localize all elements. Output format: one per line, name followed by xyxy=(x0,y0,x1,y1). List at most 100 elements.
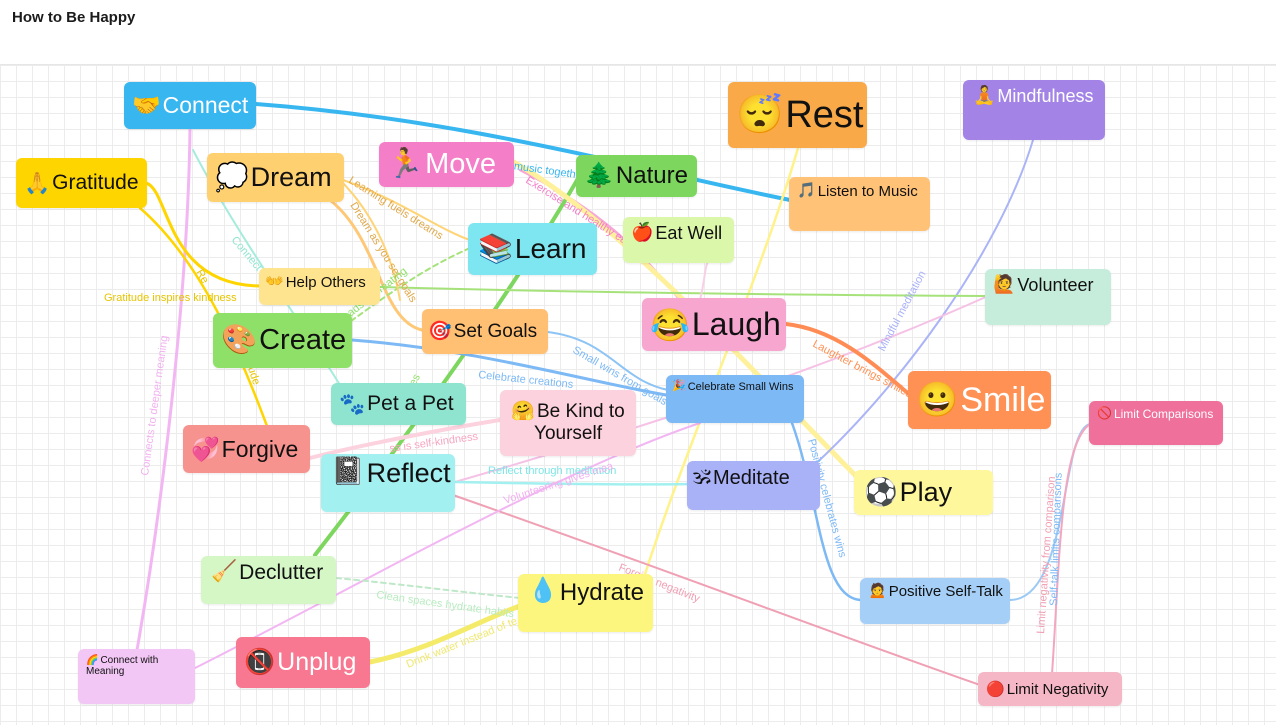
node-label: Listen to Music xyxy=(817,183,918,200)
node-play[interactable]: ⚽Play xyxy=(854,470,993,515)
edge-label: Gratitude inspires kindness xyxy=(104,292,237,304)
hugging-face-icon: 🤗 xyxy=(511,401,535,422)
node-label: Positive Self-Talk xyxy=(888,583,1003,600)
open-hands-icon: 👐 xyxy=(265,273,284,290)
node-text-wrap: 🌈Connect with Meaning xyxy=(86,655,166,677)
edge-laugh-eatwell xyxy=(699,261,709,301)
node-be-kind-to-yourself[interactable]: 🤗Be Kind to Yourself xyxy=(500,390,636,456)
music-note-icon: 🎵 xyxy=(797,182,816,199)
node-unplug[interactable]: 📵Unplug xyxy=(236,637,370,688)
node-laugh[interactable]: 😂Laugh xyxy=(642,298,786,351)
node-label: Be Kind to Yourself xyxy=(534,401,625,444)
edge-gratitude-helpothers xyxy=(144,181,262,288)
node-label: Move xyxy=(425,148,497,180)
node-listen-to-music[interactable]: 🎵Listen to Music xyxy=(789,177,930,231)
node-label: Unplug xyxy=(277,648,357,676)
edge-meaning-kind xyxy=(194,422,701,669)
node-hydrate[interactable]: 💧Hydrate xyxy=(518,574,653,632)
edge-setgoals-celebrate xyxy=(547,331,669,391)
evergreen-tree-icon: 🌲 xyxy=(584,162,614,189)
palette-icon: 🎨 xyxy=(221,324,258,356)
runner-icon: 🏃 xyxy=(387,148,424,180)
edge-laugh-smile xyxy=(784,322,912,397)
edge-reflect-meditate xyxy=(453,480,692,486)
thought-balloon-icon: 💭 xyxy=(215,162,249,192)
edge-limitneg-limitcomp xyxy=(1051,421,1096,675)
node-mindfulness[interactable]: 🧘Mindfulness xyxy=(963,80,1105,140)
edge-forgive-kind xyxy=(308,418,502,460)
node-set-goals[interactable]: 🎯Set Goals xyxy=(422,309,548,354)
node-pet-a-pet[interactable]: 🐾Pet a Pet xyxy=(331,383,466,425)
node-label: Forgive xyxy=(221,435,299,462)
edge-gratitude-forgive xyxy=(138,206,277,450)
node-forgive[interactable]: 💞Forgive xyxy=(183,425,310,473)
node-move[interactable]: 🏃Move xyxy=(379,142,514,187)
node-label: Gratitude xyxy=(52,171,139,194)
node-learn[interactable]: 📚Learn xyxy=(468,223,597,275)
edge-label: Re xyxy=(193,268,210,286)
smiling-face-icon: 😀 xyxy=(916,381,959,419)
node-label: Limit Comparisons xyxy=(1113,407,1214,421)
node-nature[interactable]: 🌲Nature xyxy=(576,155,697,197)
node-rest[interactable]: 😴Rest xyxy=(728,82,867,148)
node-label: Celebrate Small Wins xyxy=(687,381,794,393)
node-label: Eat Well xyxy=(655,223,723,243)
node-label: Help Others xyxy=(285,274,366,291)
node-limit-comparisons[interactable]: 🚫Limit Comparisons xyxy=(1089,401,1223,445)
edge-label: ude xyxy=(245,365,262,386)
rainbow-icon: 🌈 xyxy=(86,655,99,666)
apple-icon: 🍎 xyxy=(631,222,654,242)
node-label: Connect xyxy=(162,92,249,118)
praying-hands-icon: 🙏 xyxy=(24,171,51,195)
node-label: Laugh xyxy=(691,306,781,342)
edge-volunteer-helpothers xyxy=(379,286,987,297)
node-label: Nature xyxy=(615,162,688,189)
party-popper-icon: 🎉 xyxy=(672,380,686,392)
broom-icon: 🧹 xyxy=(211,560,238,583)
node-label: Reflect xyxy=(366,458,451,488)
node-label: Mindfulness xyxy=(997,86,1094,106)
edge-connect-meaning xyxy=(135,126,192,652)
edge-label: Self-talk limits comparisons xyxy=(1048,472,1065,606)
node-gratitude[interactable]: 🙏Gratitude xyxy=(16,158,147,208)
laughing-face-icon: 😂 xyxy=(650,306,690,343)
edge-rest-hydrate xyxy=(638,146,800,592)
node-limit-negativity[interactable]: 🔴Limit Negativity xyxy=(978,672,1122,706)
droplet-icon: 💧 xyxy=(528,577,558,604)
node-celebrate-small-wins[interactable]: 🎉Celebrate Small Wins xyxy=(666,375,804,423)
node-volunteer[interactable]: 🙋Volunteer xyxy=(985,269,1111,325)
node-label: Volunteer xyxy=(1017,275,1094,295)
node-smile[interactable]: 😀Smile xyxy=(908,371,1051,429)
target-icon: 🎯 xyxy=(428,321,452,342)
handshake-icon: 🤝 xyxy=(132,92,161,118)
node-label: Meditate xyxy=(713,467,790,489)
om-icon: 🕉 xyxy=(693,466,711,488)
node-label: Connect with Meaning xyxy=(86,655,159,677)
edge-declutter-hydrate xyxy=(335,577,521,599)
node-create[interactable]: 🎨Create xyxy=(213,313,352,368)
notebook-icon: 📓 xyxy=(331,456,365,486)
paw-prints-icon: 🐾 xyxy=(339,392,366,416)
sleeping-face-icon: 😴 xyxy=(736,94,784,136)
edge-label: Mindful meditation xyxy=(876,269,929,353)
two-hearts-icon: 💞 xyxy=(191,435,220,462)
edge-connect-listen xyxy=(254,102,792,202)
node-dream[interactable]: 💭Dream xyxy=(207,153,344,202)
edge-label: Drink water instead of te xyxy=(405,615,519,671)
node-declutter[interactable]: 🧹Declutter xyxy=(201,556,336,604)
node-label: Play xyxy=(899,477,953,507)
node-connect[interactable]: 🤝Connect xyxy=(124,82,256,129)
node-positive-self-talk[interactable]: 🙍Positive Self-Talk xyxy=(860,578,1010,624)
node-label: Create xyxy=(259,324,347,356)
edge-unplug-hydrate xyxy=(367,603,523,665)
node-label: Rest xyxy=(785,93,864,136)
node-reflect[interactable]: 📓Reflect xyxy=(321,454,455,512)
meditating-person-icon: 🧘 xyxy=(973,85,996,105)
node-label: Pet a Pet xyxy=(367,392,454,415)
node-help-others[interactable]: 👐Help Others xyxy=(259,268,380,305)
node-eat-well[interactable]: 🍎Eat Well xyxy=(623,217,734,263)
node-connect-with-meaning[interactable]: 🌈Connect with Meaning xyxy=(78,649,195,704)
node-meditate[interactable]: 🕉Meditate xyxy=(687,461,820,510)
edge-label: Reflect through meditation xyxy=(488,465,616,477)
